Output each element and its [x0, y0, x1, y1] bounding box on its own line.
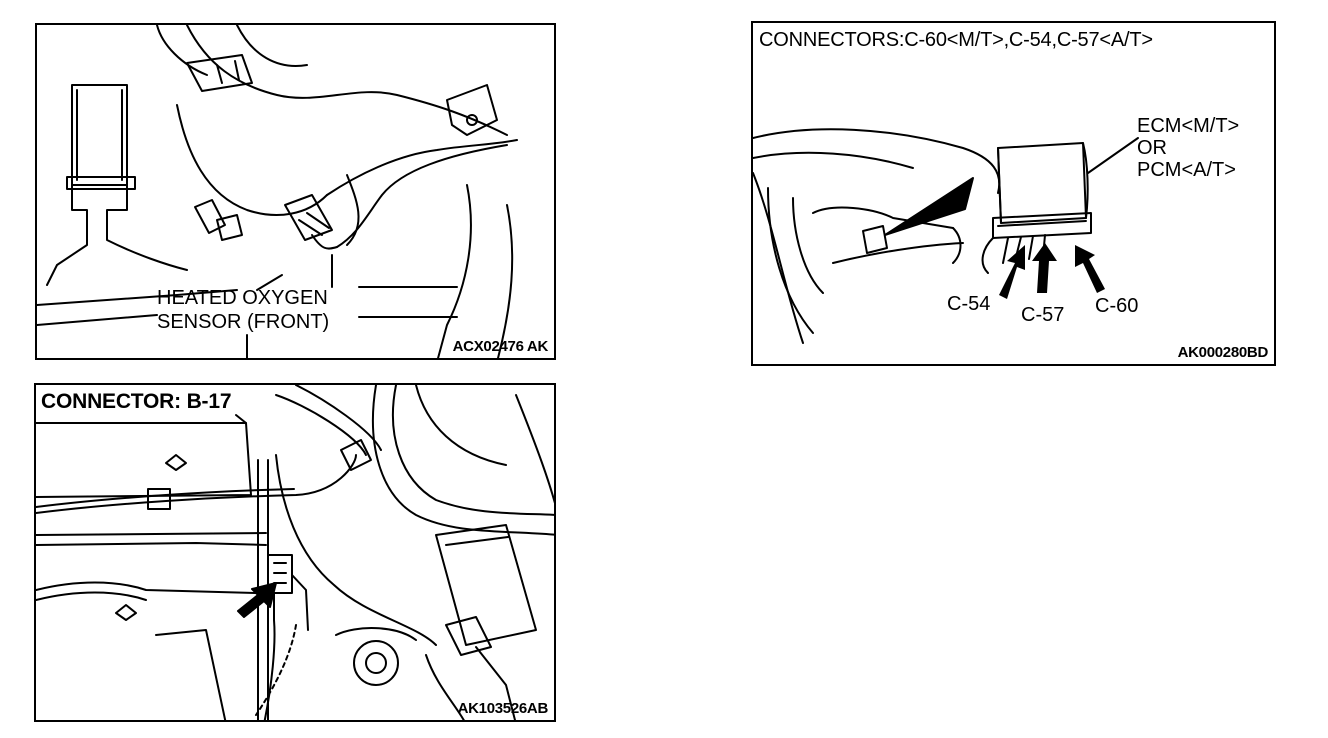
connector-c54-label: C-54 [947, 293, 991, 315]
arrow-c60 [1075, 245, 1105, 293]
connector-arrows [999, 243, 1105, 299]
b17-engine-bay-illustration [36, 385, 554, 720]
module-label-line1: ECM<M/T> [1137, 115, 1240, 137]
sensor-location-panel: HEATED OXYGEN SENSOR (FRONT) ACX02476 AK [35, 23, 556, 360]
sensor-figure-code: ACX02476 AK [452, 338, 549, 355]
sensor-label-line2: SENSOR (FRONT) [157, 311, 330, 333]
connector-c60-label: C-60 [1095, 295, 1139, 317]
ecm-panel-title: CONNECTORS:C-60<M/T>,C-54,C-57<A/T> [759, 29, 1153, 51]
ecm-dashboard-illustration [753, 128, 1139, 344]
connector-b17-panel: CONNECTOR: B-17 AK103526AB [34, 383, 556, 722]
module-label-line3: PCM<A/T> [1137, 159, 1236, 181]
ecm-connectors-panel: CONNECTORS:C-60<M/T>,C-54,C-57<A/T> ECM<… [751, 21, 1276, 366]
sensor-label-line1: HEATED OXYGEN [157, 287, 328, 309]
ecm-figure-code: AK000280BD [1177, 344, 1269, 361]
b17-figure-code: AK103526AB [457, 700, 549, 717]
sensor-engine-illustration [37, 25, 518, 358]
arrow-c57 [1032, 243, 1057, 293]
connector-c57-label: C-57 [1021, 304, 1065, 326]
module-label-line2: OR [1137, 137, 1167, 159]
arrow-c54 [999, 245, 1025, 299]
b17-panel-title: CONNECTOR: B-17 [41, 390, 232, 413]
